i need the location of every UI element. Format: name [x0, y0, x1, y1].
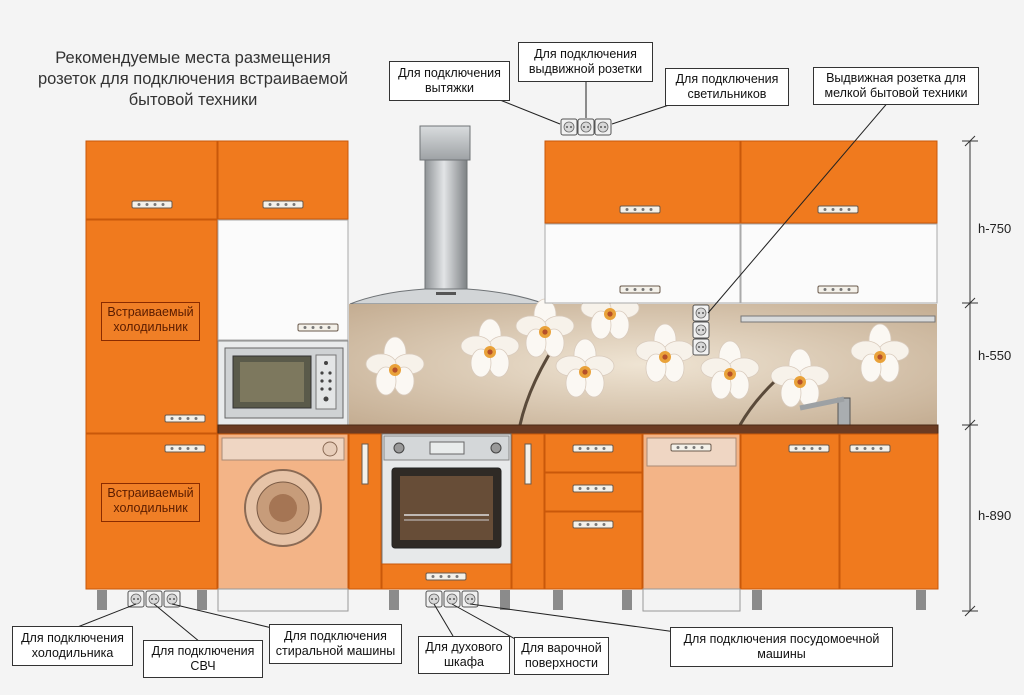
fridge-label-lower-line-1: Встраиваемый: [107, 486, 194, 500]
callout-washer: Для подключения стиральной машины: [269, 624, 402, 664]
callout-washer-line-2: стиральной машины: [275, 644, 396, 658]
backsplash-panel: [349, 280, 937, 426]
fridge-label-lower-line-2: холодильник: [113, 501, 188, 515]
callout-oven-line-2: шкафа: [444, 655, 484, 669]
callout-dishwasher: Для подключения посудомоечной машины: [670, 627, 893, 667]
socket-block-top: [560, 118, 612, 136]
callout-lights-line-2: светильников: [687, 87, 767, 101]
callout-hood-line-1: Для подключения: [398, 66, 501, 80]
microwave: [217, 340, 349, 426]
title-line-3: бытовой техники: [128, 91, 258, 109]
callout-pullout-socket-line-1: Для подключения: [534, 47, 637, 61]
fridge-label-lower: Встраиваемый холодильник: [101, 483, 200, 522]
callout-pullout-socket-line-2: выдвижной розетки: [528, 62, 643, 76]
fridge-label-upper-line-1: Встраиваемый: [107, 305, 194, 319]
callout-microwave: Для подключения СВЧ: [143, 640, 263, 678]
callout-lights: Для подключения светильников: [665, 68, 789, 106]
range-hood: [349, 125, 546, 305]
dimension-lower: h-890: [978, 508, 1012, 523]
callout-oven: Для духового шкафа: [418, 636, 510, 674]
base-cabinets: [217, 433, 939, 612]
dimension-upper: h-750: [978, 221, 1012, 236]
diagram-title: Рекомендуемые места размещения розеток д…: [18, 48, 368, 111]
callout-washer-line-1: Для подключения: [284, 629, 387, 643]
callout-dishwasher-line-1: Для подключения посудомоечной: [683, 632, 880, 646]
tall-fridge-column: [85, 219, 218, 590]
title-line-1: Рекомендуемые места размещения: [55, 49, 331, 67]
fridge-label-upper-line-2: холодильник: [113, 320, 188, 334]
callout-hob-line-1: Для варочной: [521, 641, 602, 655]
title-line-2: розеток для подключения встраиваемой: [38, 70, 348, 88]
callout-fridge-line-1: Для подключения: [21, 631, 124, 645]
callout-fridge: Для подключения холодильника: [12, 626, 133, 666]
upper-cabinets: [85, 140, 938, 341]
callout-microwave-line-2: СВЧ: [190, 659, 216, 673]
callout-microwave-line-1: Для подключения: [151, 644, 255, 658]
callout-small-appliances-line-1: Выдвижная розетка для: [826, 71, 966, 85]
callout-lights-line-1: Для подключения: [675, 72, 779, 86]
height-dimension-line: [962, 135, 978, 617]
callout-small-appliances-line-2: мелкой бытовой техники: [824, 86, 968, 100]
callout-hob-line-2: поверхности: [524, 656, 599, 670]
callout-small-appliances: Выдвижная розетка для мелкой бытовой тех…: [813, 67, 979, 105]
socket-block-backsplash: [692, 304, 710, 356]
callout-hood: Для подключения вытяжки: [389, 61, 510, 101]
callout-fridge-line-2: холодильника: [31, 646, 114, 660]
fridge-label-upper: Встраиваемый холодильник: [101, 302, 200, 341]
callout-hood-line-2: вытяжки: [425, 81, 474, 95]
countertop: [217, 424, 939, 435]
callout-pullout-socket: Для подключения выдвижной розетки: [518, 42, 653, 82]
callout-oven-line-1: Для духового: [425, 640, 503, 654]
leader-lines: [74, 80, 891, 643]
dimension-middle: h-550: [978, 348, 1012, 363]
callout-hob: Для варочной поверхности: [514, 637, 609, 675]
callout-dishwasher-line-2: машины: [757, 647, 806, 661]
cabinet-legs: [97, 590, 926, 610]
